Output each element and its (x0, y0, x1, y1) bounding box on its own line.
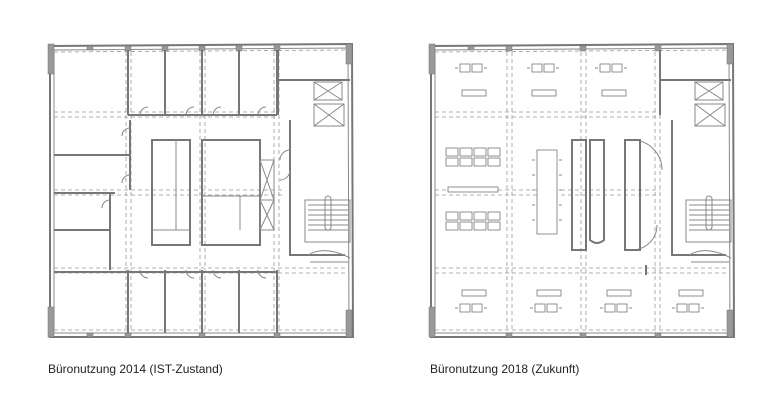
floor-plan-2014 (47, 42, 355, 338)
meeting-table (536, 149, 558, 235)
staircase (685, 199, 732, 243)
workstations (445, 63, 704, 313)
bench (571, 139, 587, 251)
floor-plan-2018 (428, 42, 736, 338)
desk-cluster-left (445, 147, 501, 231)
staircase (304, 199, 351, 243)
columns (428, 43, 734, 338)
plan-caption-2014: Büronutzung 2014 (IST-Zustand) (48, 362, 223, 376)
outer-wall (430, 42, 736, 338)
outer-wall (49, 42, 355, 338)
office-walls (54, 50, 351, 333)
service-core (631, 50, 732, 275)
columns (47, 43, 353, 338)
doors (101, 106, 291, 279)
desk-cluster-top (455, 63, 627, 73)
grid-lines (434, 49, 730, 333)
desk-cluster-bottom (455, 303, 704, 313)
plan-caption-2018: Büronutzung 2018 (Zukunft) (430, 362, 580, 376)
